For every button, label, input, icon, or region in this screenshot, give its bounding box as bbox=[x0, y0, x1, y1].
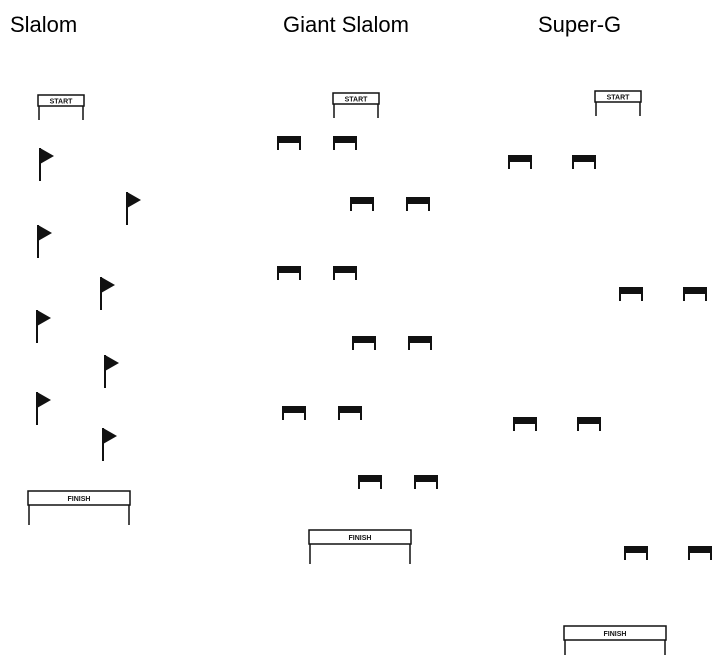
slalom-gate-8 bbox=[102, 428, 117, 461]
slalom-gate-2 bbox=[126, 192, 141, 225]
start-label: START bbox=[345, 97, 369, 104]
super-g-gate-3-right-panel bbox=[577, 417, 601, 431]
giant-slalom-gate-4-right-panel bbox=[408, 336, 432, 350]
giant-slalom-gate-4-left-panel bbox=[352, 336, 376, 350]
finish-label: FINISH bbox=[68, 496, 91, 503]
giant-slalom-finish-banner: FINISH bbox=[308, 529, 412, 564]
super-g-finish-banner: FINISH bbox=[563, 625, 667, 655]
giant-slalom-gate-1-left-panel bbox=[277, 136, 301, 150]
super-g-gate-3-left-panel bbox=[513, 417, 537, 431]
giant-slalom-gate-5-left-panel bbox=[282, 406, 306, 420]
giant-slalom-gate-2-right-panel bbox=[406, 197, 430, 211]
slalom-start-sign: START bbox=[37, 94, 85, 120]
giant-slalom-title: Giant Slalom bbox=[283, 12, 409, 37]
giant-slalom-gate-2-left-panel bbox=[350, 197, 374, 211]
slalom-gate-3 bbox=[37, 225, 52, 258]
super-g-title: Super-G bbox=[538, 12, 622, 37]
slalom-gate-1 bbox=[39, 148, 54, 181]
super-g-gate-2-right-panel bbox=[683, 287, 707, 301]
super-g-gate-4-right-panel bbox=[688, 546, 712, 560]
super-g-gate-1-right-panel bbox=[572, 155, 596, 169]
slalom-finish-banner: FINISH bbox=[27, 490, 131, 525]
slalom-gate-6 bbox=[104, 355, 119, 388]
giant-slalom-gate-6-right-panel bbox=[414, 475, 438, 489]
finish-label: FINISH bbox=[604, 631, 627, 638]
giant-slalom-gate-5-right-panel bbox=[338, 406, 362, 420]
slalom-title: Slalom bbox=[10, 12, 78, 37]
super-g-gate-4-left-panel bbox=[624, 546, 648, 560]
start-label: START bbox=[607, 95, 631, 102]
super-g-start-sign: START bbox=[594, 90, 642, 116]
slalom-gate-7 bbox=[36, 392, 51, 425]
start-label: START bbox=[50, 99, 74, 106]
giant-slalom-gate-3-left-panel bbox=[277, 266, 301, 280]
slalom-gate-5 bbox=[36, 310, 51, 343]
slalom-gate-4 bbox=[100, 277, 115, 310]
super-g-gate-1-left-panel bbox=[508, 155, 532, 169]
giant-slalom-start-sign: START bbox=[332, 92, 380, 118]
giant-slalom-gate-1-right-panel bbox=[333, 136, 357, 150]
giant-slalom-gate-3-right-panel bbox=[333, 266, 357, 280]
super-g-gate-2-left-panel bbox=[619, 287, 643, 301]
finish-label: FINISH bbox=[349, 535, 372, 542]
giant-slalom-gate-6-left-panel bbox=[358, 475, 382, 489]
